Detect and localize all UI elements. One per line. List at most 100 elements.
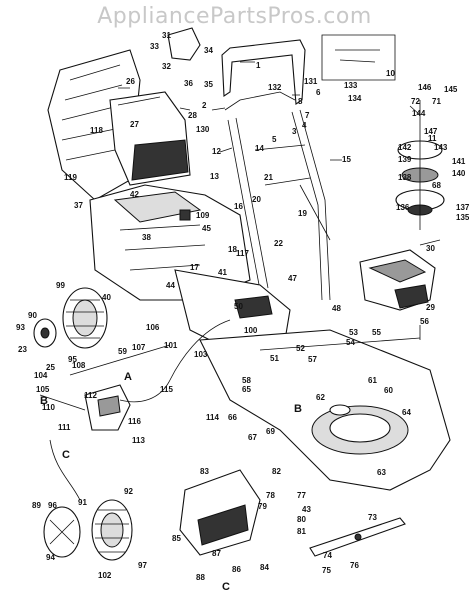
- callout: 116: [128, 417, 141, 426]
- callout: 47: [288, 274, 297, 283]
- callout: 72: [411, 97, 420, 106]
- callout: 88: [196, 573, 205, 582]
- callout: 61: [368, 376, 377, 385]
- callout: 23: [18, 345, 27, 354]
- callout: 15: [342, 155, 351, 164]
- callout: 6: [316, 88, 321, 97]
- callout: 43: [302, 505, 311, 514]
- callout: 64: [402, 408, 411, 417]
- callout: 110: [42, 403, 55, 412]
- callout: 52: [296, 344, 305, 353]
- callout: 5: [272, 135, 277, 144]
- callout-labels: 1 2 3 4 5 6 7 8 10 11 12 13 14 15 16 17 …: [16, 31, 469, 582]
- callout: 134: [348, 94, 362, 103]
- leader-lines: [118, 61, 441, 340]
- callout: 16: [234, 202, 243, 211]
- callout: 139: [398, 155, 412, 164]
- callout: 25: [46, 363, 55, 372]
- callout: 60: [384, 386, 393, 395]
- callout: 29: [426, 303, 435, 312]
- callout: 53: [349, 328, 358, 337]
- callout: 20: [252, 195, 261, 204]
- callout: 56: [420, 317, 429, 326]
- callout: 132: [268, 83, 282, 92]
- handle-assembly: [221, 39, 331, 301]
- callout: 86: [232, 565, 241, 574]
- callout: 140: [452, 169, 466, 178]
- mower-blade: [309, 517, 406, 557]
- callout: 119: [64, 173, 77, 182]
- control-cable: [49, 319, 231, 501]
- grass-bag: [47, 49, 141, 201]
- callout: 94: [46, 553, 55, 562]
- reference-letters: A B B C C: [40, 371, 302, 593]
- ref-letter-c-left: C: [62, 449, 70, 461]
- callout: 41: [218, 268, 227, 277]
- callout: 63: [377, 468, 386, 477]
- callout: 12: [212, 147, 221, 156]
- callout: 14: [255, 144, 264, 153]
- callout: 89: [32, 501, 41, 510]
- pulley-stack: [395, 100, 445, 230]
- ref-letter-b-left: B: [40, 395, 48, 407]
- transmission: [84, 384, 131, 431]
- callout: 85: [172, 534, 181, 543]
- callout: 42: [130, 190, 139, 199]
- callout: 1: [256, 61, 261, 70]
- callout: 32: [162, 62, 171, 71]
- callout: 100: [244, 326, 258, 335]
- callout: 71: [432, 97, 441, 106]
- callout: 111: [58, 423, 71, 432]
- callout: 143: [434, 143, 448, 152]
- callout: 44: [166, 281, 175, 290]
- callout: 95: [68, 355, 77, 364]
- callout: 102: [98, 571, 112, 580]
- callout: 90: [28, 311, 37, 320]
- callout: 142: [398, 143, 412, 152]
- callout: 146: [418, 83, 432, 92]
- ref-letter-c-right: C: [222, 581, 230, 593]
- callout: 133: [344, 81, 358, 90]
- engine: [359, 249, 436, 311]
- front-wheel-hub: [43, 506, 81, 558]
- callout: 77: [297, 491, 306, 500]
- callout: 78: [266, 491, 275, 500]
- rear-wheel: [62, 287, 108, 349]
- callout: 55: [372, 328, 381, 337]
- callout: 118: [90, 126, 103, 135]
- callout: 117: [236, 249, 249, 258]
- callout: 28: [188, 111, 197, 120]
- callout: 136: [396, 203, 410, 212]
- callout: 103: [194, 350, 208, 359]
- callout: 59: [118, 347, 127, 356]
- callout: 45: [202, 224, 211, 233]
- callout: 137: [456, 203, 469, 212]
- callout: 147: [424, 127, 438, 136]
- callout: 105: [36, 385, 50, 394]
- callout: 50: [234, 302, 243, 311]
- callout: 101: [164, 341, 178, 350]
- callout: 37: [74, 201, 83, 210]
- callout: 66: [228, 413, 237, 422]
- callout: 114: [206, 413, 219, 422]
- callout: 87: [212, 549, 221, 558]
- callout: 141: [452, 157, 466, 166]
- callout: 74: [323, 551, 332, 560]
- callout: 26: [126, 77, 135, 86]
- callout: 68: [432, 181, 441, 190]
- callout: 131: [304, 77, 318, 86]
- callout: 97: [138, 561, 147, 570]
- callout: 30: [426, 244, 435, 253]
- callout: 69: [266, 427, 275, 436]
- callout: 108: [72, 361, 86, 370]
- callout: 91: [78, 498, 87, 507]
- callout: 75: [322, 566, 331, 575]
- callout: 19: [298, 209, 307, 218]
- callout: 13: [210, 172, 219, 181]
- axles: [39, 337, 421, 411]
- callout: 130: [196, 125, 210, 134]
- callout: 81: [297, 527, 306, 536]
- callout: 92: [124, 487, 133, 496]
- callout: 80: [297, 515, 306, 524]
